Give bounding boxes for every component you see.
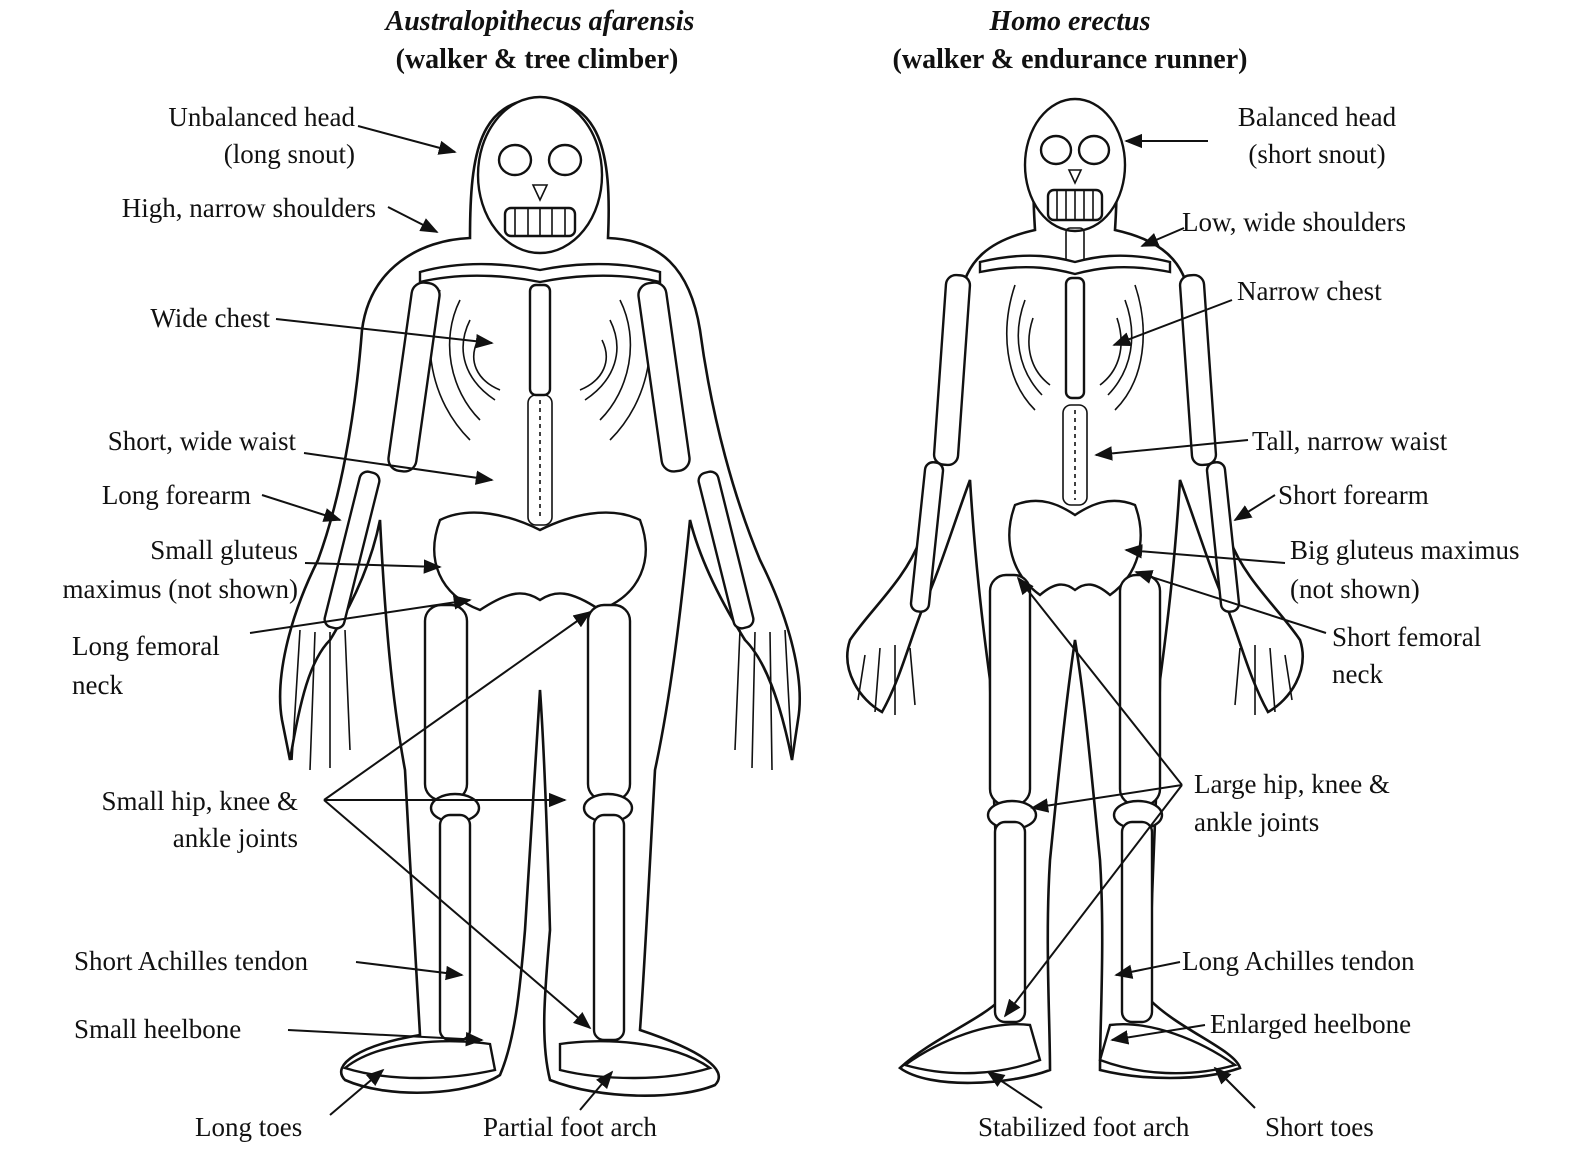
homo-erectus-skeleton	[847, 99, 1302, 1083]
right-species-title: Homo erectus	[989, 6, 1151, 37]
label-unbalanced-head: Unbalanced head	[168, 102, 355, 132]
right-femur	[990, 575, 1030, 805]
label-enlarged-heelbone: Enlarged heelbone	[1210, 1009, 1411, 1039]
label-low-wide-shoulders: Low, wide shoulders	[1182, 207, 1406, 237]
label-short-forearm: Short forearm	[1278, 480, 1429, 510]
left-eye-socket	[549, 145, 581, 175]
label-short-snout: (short snout)	[1248, 139, 1385, 169]
label-large-joints-line2: ankle joints	[1194, 807, 1319, 837]
label-short-femoral-neck: Short femoral	[1332, 622, 1481, 652]
label-long-snout: (long snout)	[224, 139, 355, 169]
label-high-narrow-shoulders: High, narrow shoulders	[122, 193, 376, 223]
label-small-heelbone: Small heelbone	[74, 1014, 241, 1044]
label-small-joints: Small hip, knee &	[102, 786, 298, 816]
right-pelvis	[1009, 501, 1140, 595]
left-femur	[588, 605, 630, 800]
label-small-gluteus: Small gluteus	[150, 535, 298, 565]
label-long-achilles: Long Achilles tendon	[1182, 946, 1415, 976]
label-large-joints: Large hip, knee &	[1194, 769, 1390, 799]
label-tall-narrow-waist: Tall, narrow waist	[1252, 426, 1448, 456]
left-tibia	[594, 815, 624, 1040]
label-balanced-head: Balanced head	[1238, 102, 1397, 132]
label-long-femoral-neck-line2: neck	[72, 670, 123, 700]
label-long-forearm: Long forearm	[102, 480, 251, 510]
label-short-femoral-neck-line2: neck	[1332, 659, 1383, 689]
label-short-achilles: Short Achilles tendon	[74, 946, 308, 976]
label-big-gluteus-line2: (not shown)	[1290, 574, 1420, 604]
label-short-wide-waist: Short, wide waist	[108, 426, 297, 456]
label-short-toes: Short toes	[1265, 1112, 1374, 1142]
label-narrow-chest: Narrow chest	[1237, 276, 1382, 306]
left-sternum	[530, 285, 550, 395]
right-eye-socket	[1079, 136, 1109, 164]
label-long-toes: Long toes	[195, 1112, 302, 1142]
australopithecus-skeleton	[280, 97, 800, 1096]
left-species-title: Australopithecus afarensis	[384, 6, 695, 37]
right-tibia	[1122, 822, 1152, 1022]
label-small-joints-line2: ankle joints	[173, 823, 298, 853]
left-pelvis	[434, 513, 645, 610]
label-stabilized-foot-arch: Stabilized foot arch	[978, 1112, 1190, 1142]
left-tibia	[440, 815, 470, 1040]
label-long-femoral-neck: Long femoral	[72, 631, 220, 661]
right-eye-socket	[1041, 136, 1071, 164]
right-femur	[1120, 575, 1160, 805]
left-eye-socket	[499, 145, 531, 175]
right-species-description: (walker & endurance runner)	[893, 44, 1248, 75]
right-tibia	[995, 822, 1025, 1022]
label-big-gluteus: Big gluteus maximus	[1290, 535, 1520, 565]
label-partial-foot-arch: Partial foot arch	[483, 1112, 657, 1142]
left-species-description: (walker & tree climber)	[396, 44, 679, 75]
label-wide-chest: Wide chest	[150, 303, 270, 333]
label-small-gluteus-line2: maximus (not shown)	[63, 574, 299, 604]
right-sternum	[1066, 278, 1084, 398]
